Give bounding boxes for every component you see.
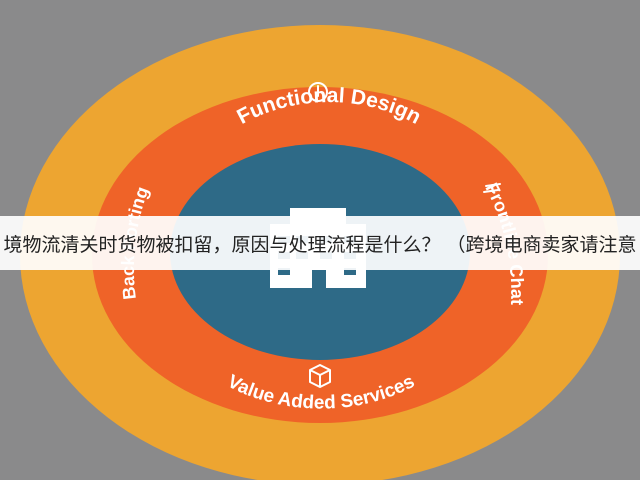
box-icon: [309, 364, 331, 388]
power-icon: [308, 82, 328, 102]
overlay-banner: 境物流清关时货物被扣留，原因与处理流程是什么？ （跨境电商卖家请注意: [0, 216, 640, 270]
banner-text: 境物流清关时货物被扣留，原因与处理流程是什么？ （跨境电商卖家请注意: [3, 233, 637, 256]
wrench-icon: [483, 183, 501, 193]
